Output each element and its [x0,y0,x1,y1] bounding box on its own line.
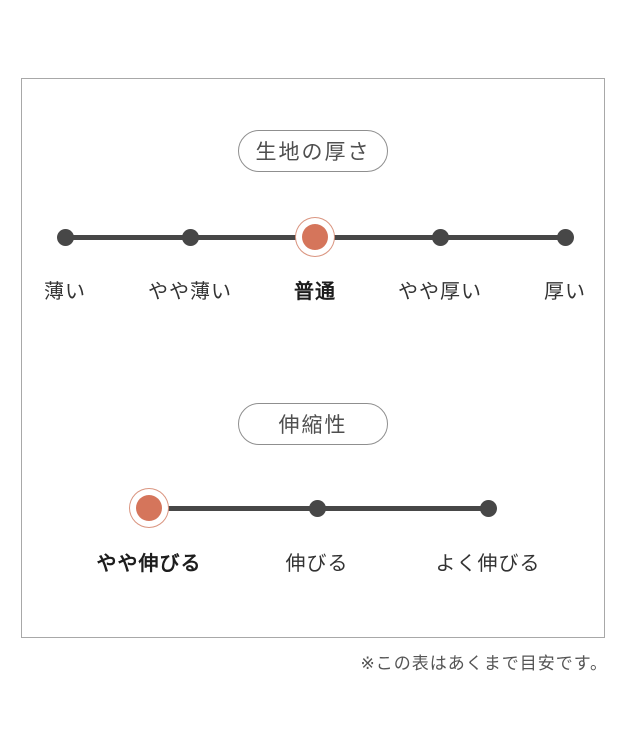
thickness-dot-5 [556,229,574,246]
thickness-label-somewhat-thick: やや厚い [398,279,482,303]
stretch-title-pill: 伸縮性 [238,403,388,445]
spec-chart-frame: 生地の厚さ 薄い やや薄い 普通 やや厚い 厚い 伸縮性 やや伸びる 伸びる よ… [21,78,605,638]
thickness-dot-4 [431,229,449,246]
stretch-selected-dot [136,495,162,521]
thickness-dot-1 [56,229,74,246]
thickness-dot-2 [181,229,199,246]
thickness-label-normal-selected: 普通 [294,279,336,303]
stretch-dot-3 [479,500,497,517]
thickness-selected-dot [302,224,328,250]
stretch-label-stretches-well: よく伸びる [435,551,541,575]
thickness-title-pill: 生地の厚さ [238,130,388,172]
thickness-label-thin: 薄い [44,279,86,303]
stretch-label-stretches: 伸びる [285,551,349,575]
stretch-title: 伸縮性 [278,413,348,437]
disclaimer-footnote: ※この表はあくまで目安です。 [360,654,608,674]
stretch-dot-2 [308,500,326,517]
thickness-label-somewhat-thin: やや薄い [148,279,232,303]
thickness-label-thick: 厚い [544,279,586,303]
thickness-title: 生地の厚さ [255,140,371,164]
stretch-label-somewhat-selected: やや伸びる [96,551,202,575]
